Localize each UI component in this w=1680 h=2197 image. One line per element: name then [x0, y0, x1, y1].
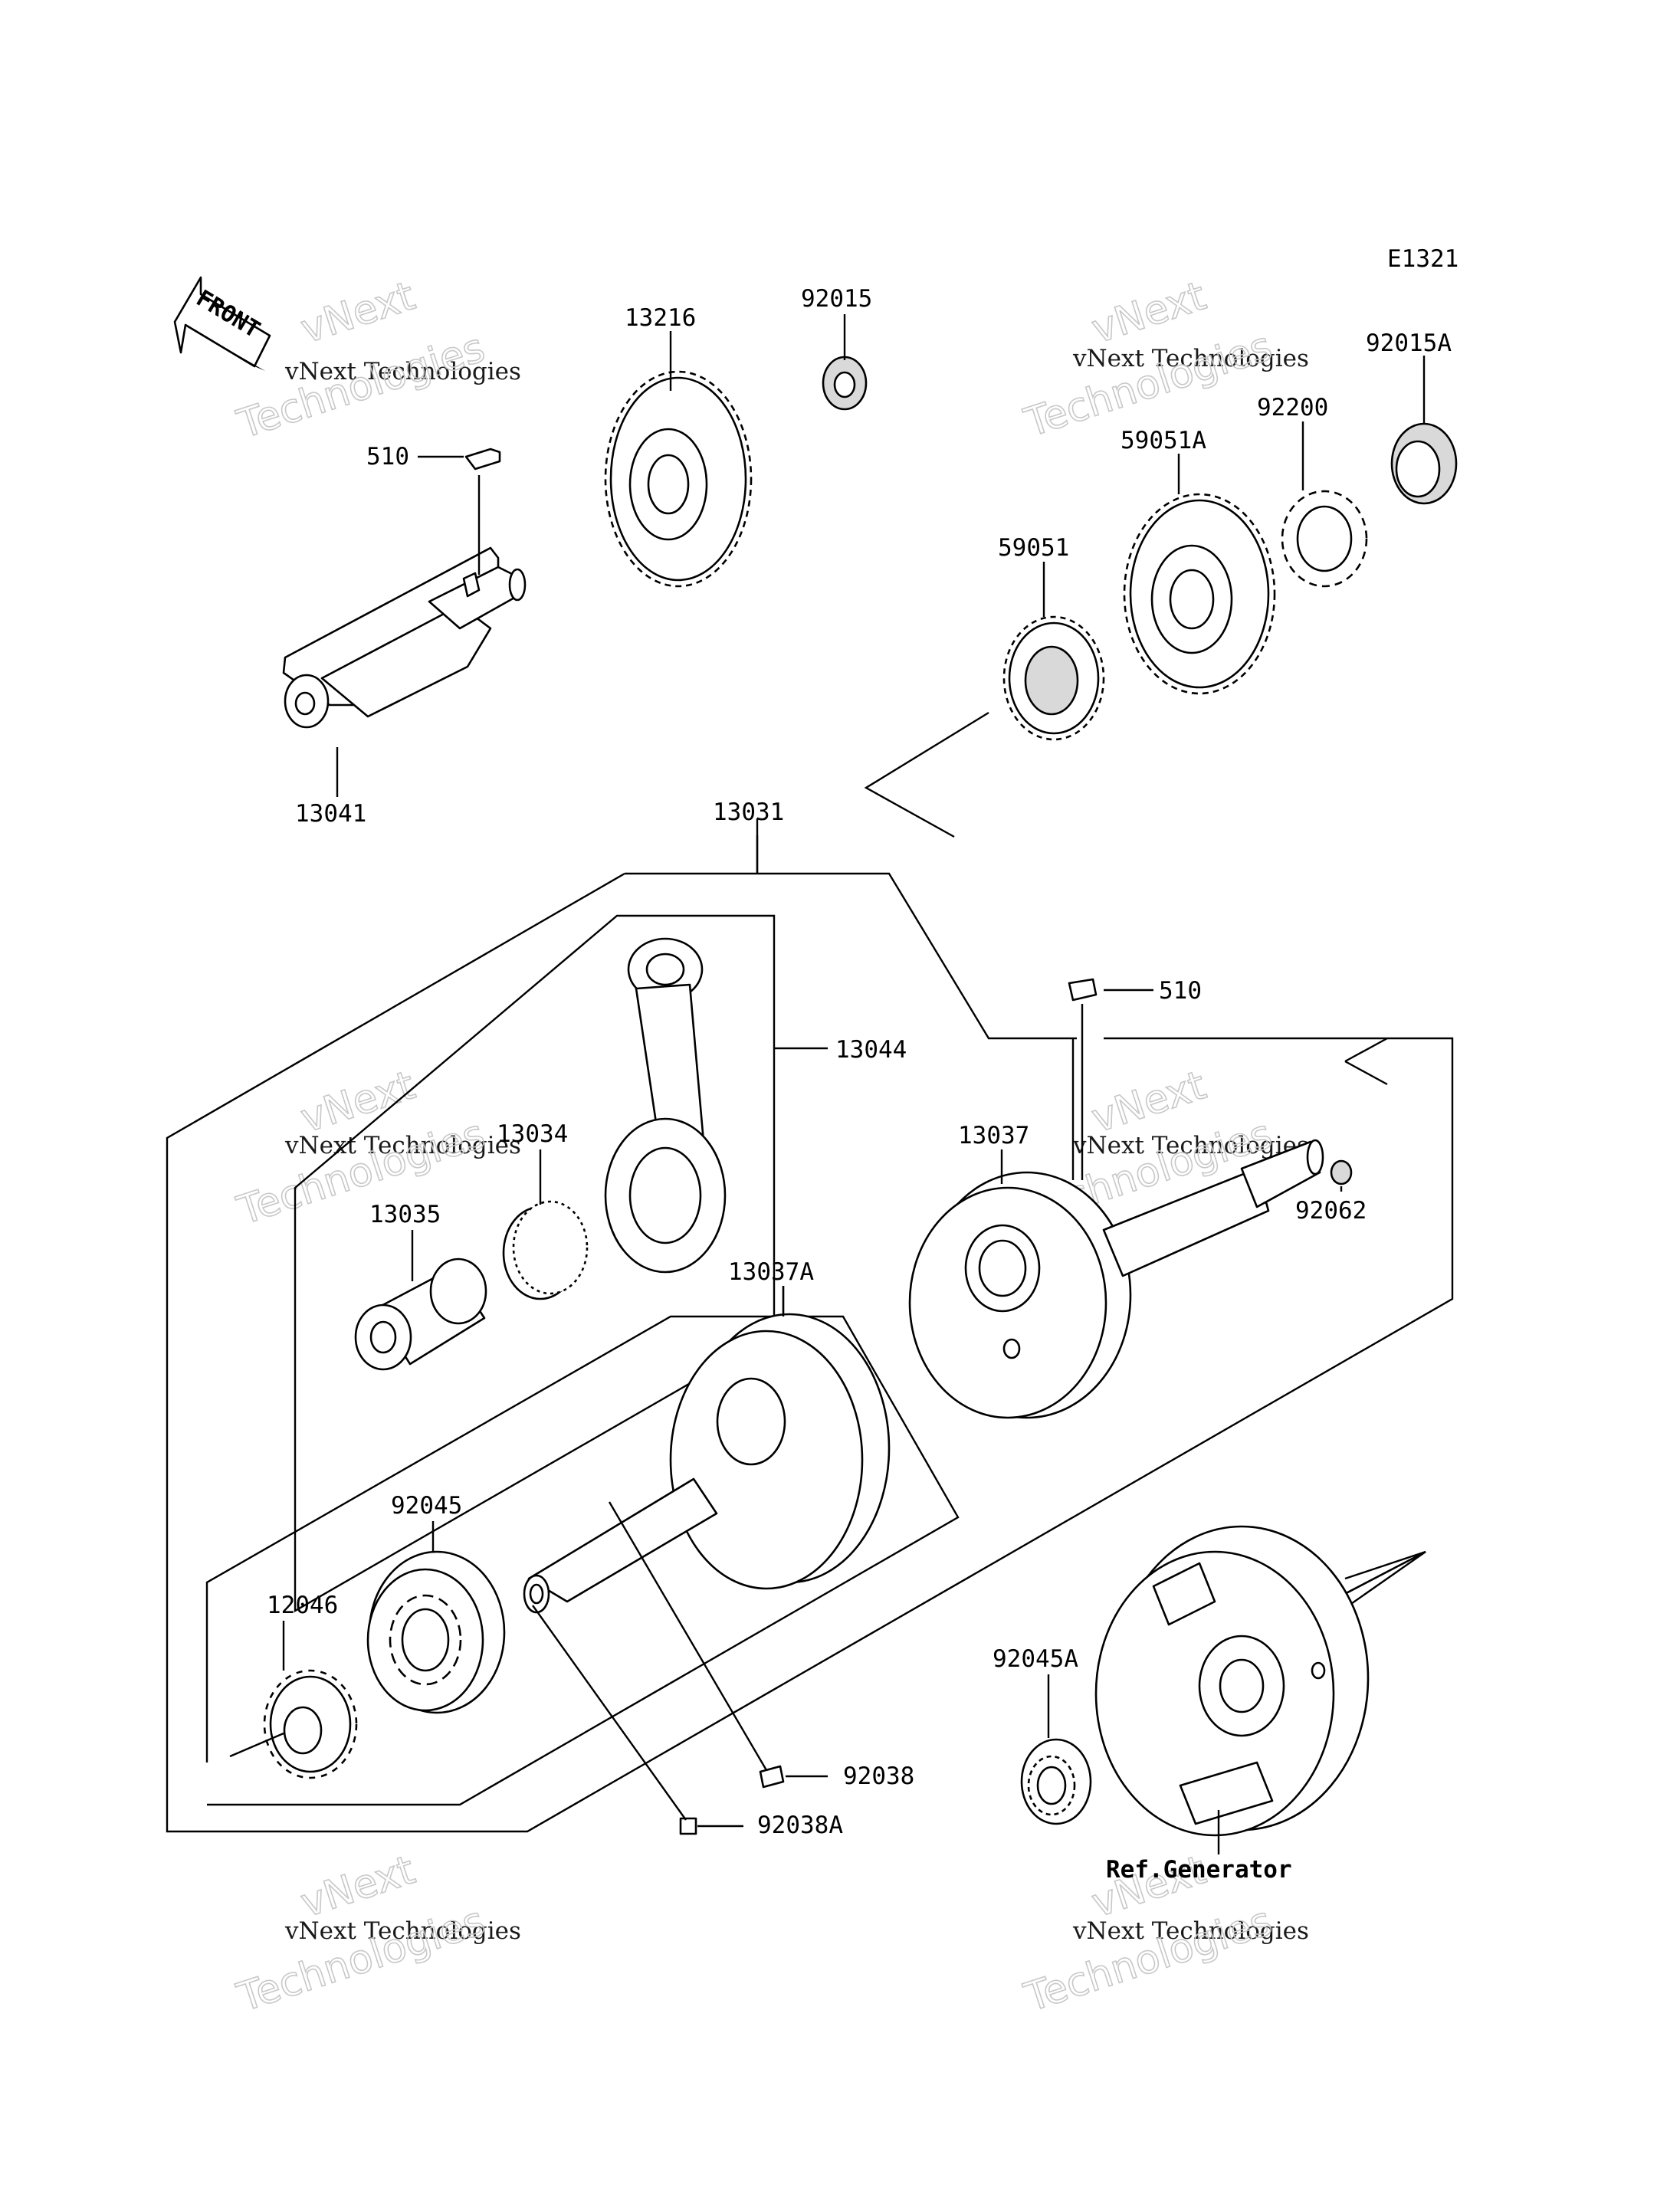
diagram-code: E1321 — [1387, 245, 1459, 273]
crankshaft-right-13037-icon — [908, 1139, 1324, 1419]
callout-13044: 13044 — [835, 1036, 907, 1064]
connecting-rod-icon — [604, 937, 727, 1274]
svg-text:Technologies: Technologies — [232, 1111, 491, 1235]
key-92038-icon — [759, 1765, 785, 1789]
callout-92015A: 92015A — [1366, 330, 1452, 357]
svg-text:vNext: vNext — [295, 273, 420, 353]
callout-510-right: 510 — [1159, 977, 1202, 1005]
gear-59051-icon — [1002, 615, 1105, 741]
screw-92062-icon — [1330, 1159, 1353, 1185]
key-510-top-icon — [464, 448, 501, 471]
gear-59051A-icon — [1123, 493, 1276, 695]
nut-92015-icon — [822, 356, 868, 411]
key-510-right-icon — [1068, 978, 1098, 1002]
callout-92045A: 92045A — [993, 1645, 1078, 1673]
needle-bearing-13034-icon — [502, 1200, 589, 1300]
callout-59051A: 59051A — [1121, 427, 1206, 454]
callout-13041: 13041 — [295, 800, 366, 828]
svg-text:Technologies: Technologies — [232, 325, 491, 448]
svg-text:vNext Technologies: vNext Technologies — [1072, 1917, 1309, 1945]
generator-link-lines — [1337, 1550, 1426, 1606]
svg-text:vNext: vNext — [1086, 273, 1211, 353]
callout-92038A: 92038A — [757, 1812, 843, 1839]
callout-92045: 92045 — [391, 1492, 462, 1520]
callout-59051: 59051 — [998, 534, 1069, 562]
callout-510-top: 510 — [366, 443, 409, 471]
callout-92015: 92015 — [801, 285, 872, 313]
lockwasher-92200-icon — [1281, 490, 1368, 588]
watermark-bottom-left: vNext vNext Technologies Technologies — [231, 1847, 521, 2022]
nut-92015A-icon — [1390, 422, 1458, 505]
assembly-outline-13044 — [294, 914, 828, 1613]
callout-92200: 92200 — [1257, 394, 1328, 421]
callout-92062: 92062 — [1295, 1197, 1367, 1225]
callout-92038: 92038 — [843, 1763, 914, 1790]
svg-text:vNext Technologies: vNext Technologies — [284, 1132, 521, 1159]
callout-13037: 13037 — [958, 1122, 1029, 1149]
svg-text:vNext Technologies: vNext Technologies — [284, 1917, 521, 1945]
callout-13034: 13034 — [497, 1120, 568, 1148]
callout-13035: 13035 — [369, 1201, 441, 1228]
watermark-top-left: vNext vNext Technologies Technologies — [231, 273, 521, 449]
crank-pin-13035-icon — [354, 1258, 487, 1371]
balancer-shaft-13041-icon — [282, 546, 527, 729]
svg-text:vNext: vNext — [295, 1847, 420, 1926]
callout-13216: 13216 — [625, 304, 696, 332]
ball-bearing-92045A-icon — [1020, 1738, 1092, 1825]
ball-bearing-92045-icon — [366, 1550, 506, 1714]
svg-text:vNext Technologies: vNext Technologies — [1072, 345, 1309, 372]
front-arrow-icon: FRONT — [173, 276, 271, 371]
key-92038A-icon — [679, 1817, 697, 1835]
generator-rotor-icon — [1094, 1525, 1370, 1837]
svg-text:vNext Technologies: vNext Technologies — [284, 358, 521, 385]
svg-text:vNext: vNext — [1086, 1062, 1211, 1142]
sprocket-12046-icon — [229, 1669, 358, 1779]
balancer-link-lines — [864, 711, 989, 838]
svg-text:vNext: vNext — [295, 1062, 420, 1142]
leader-lines — [282, 314, 1426, 1854]
svg-text:vNext Technologies: vNext Technologies — [1072, 1132, 1309, 1159]
callout-13031: 13031 — [713, 798, 784, 826]
gear-13216-icon — [604, 370, 753, 588]
callout-ref-generator: Ref.Generator — [1106, 1856, 1292, 1884]
callout-13037A: 13037A — [728, 1258, 814, 1286]
callout-12046: 12046 — [267, 1592, 338, 1619]
crankshaft-left-13037A-icon — [523, 1313, 891, 1614]
